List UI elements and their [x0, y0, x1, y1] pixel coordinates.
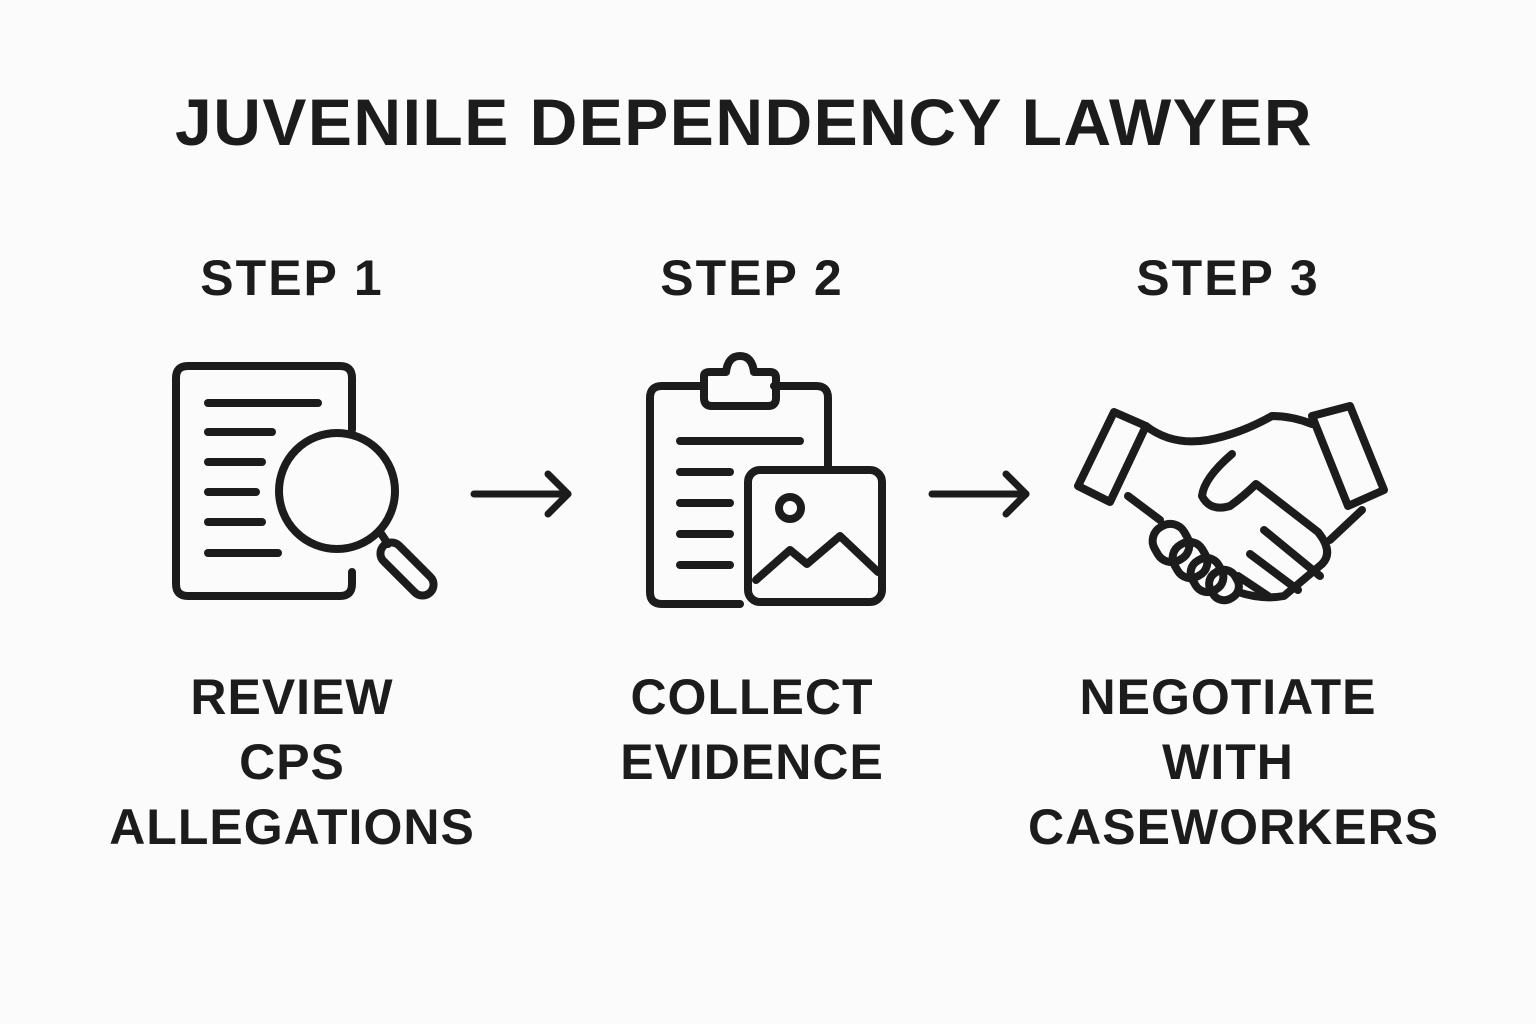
- step-3-label-line: NEGOTIATE: [1079, 669, 1377, 725]
- handshake-icon: [1072, 402, 1398, 605]
- step-1-label-line: ALLEGATIONS: [109, 799, 475, 855]
- step-1-label-line: CPS: [239, 734, 345, 790]
- step-1-label-line: REVIEW: [190, 669, 394, 725]
- step-2: STEP 2 COLLECT EVIDENCE: [572, 0, 932, 1024]
- step-1-header: STEP 1: [200, 250, 384, 306]
- arrow-right-icon: [928, 470, 1032, 523]
- step-2-label-line: EVIDENCE: [620, 734, 884, 790]
- document-search-icon: [170, 360, 450, 605]
- step-3-header: STEP 3: [1136, 250, 1320, 306]
- step-2-label: COLLECT EVIDENCE: [572, 665, 932, 795]
- step-3: STEP 3 NEGOTIATE WI: [1028, 0, 1440, 1024]
- page-title: JUVENILE DEPENDENCY LAWYER: [175, 85, 1313, 159]
- step-2-header: STEP 2: [660, 250, 844, 306]
- clipboard-image-icon: [644, 350, 889, 608]
- step-3-label-line: CASEWORKERS: [1028, 799, 1440, 855]
- step-3-label: NEGOTIATE WITH CASEWORKERS: [1028, 665, 1440, 860]
- step-2-label-line: COLLECT: [630, 669, 874, 725]
- step-3-label-line: WITH: [1162, 734, 1294, 790]
- step-1: STEP 1 REVIEW CPS ALLEGATIONS: [102, 0, 482, 1024]
- step-1-label: REVIEW CPS ALLEGATIONS: [102, 665, 482, 860]
- arrow-right-icon: [470, 470, 574, 523]
